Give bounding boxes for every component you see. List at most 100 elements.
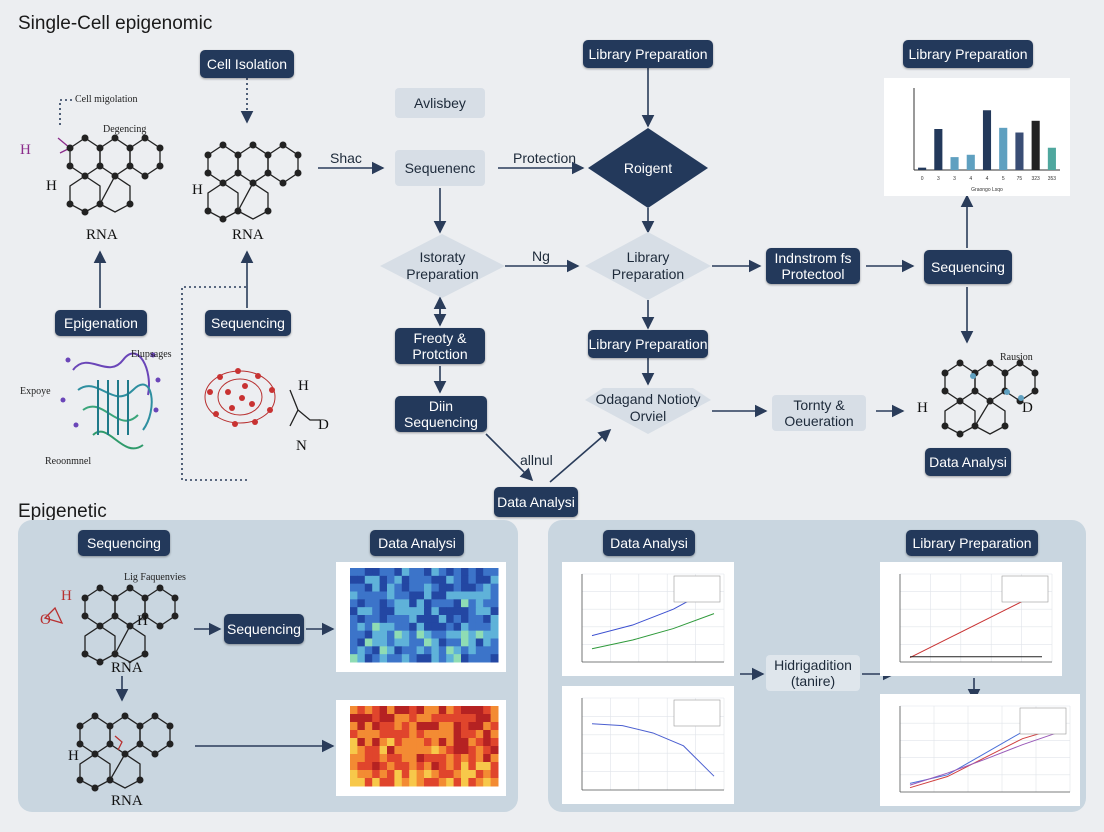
heatmap-cell bbox=[357, 754, 366, 763]
line-chart-4-panel bbox=[880, 694, 1080, 806]
heatmap-cell bbox=[461, 575, 469, 585]
heatmap-cell bbox=[490, 770, 499, 779]
heatmap-cell bbox=[387, 746, 395, 755]
node-hidrigadition[interactable]: Hidrigadition (tanire) bbox=[766, 655, 860, 691]
heatmap-cell bbox=[475, 638, 484, 647]
heatmap-cell bbox=[416, 746, 425, 755]
bar bbox=[982, 110, 992, 170]
heatmap-cell bbox=[357, 706, 366, 715]
heatmap-cell bbox=[438, 607, 447, 616]
heatmap-cell bbox=[401, 583, 410, 592]
heatmap-cell bbox=[431, 591, 440, 600]
bottom-right-data-analysis-header[interactable]: Data Analysi bbox=[603, 530, 695, 556]
label-h-b: H bbox=[137, 613, 148, 629]
heatmap-cell bbox=[446, 575, 455, 585]
node-sequencing-left[interactable]: Sequencing bbox=[205, 310, 291, 336]
heatmap-cell bbox=[394, 722, 403, 731]
heatmap-cell bbox=[468, 646, 477, 655]
heatmap-cell bbox=[483, 714, 492, 723]
heatmap-cell bbox=[379, 722, 388, 731]
heatmap-cell bbox=[453, 646, 462, 655]
heatmap-cell bbox=[490, 778, 499, 787]
heatmap-cell bbox=[357, 738, 366, 747]
heatmap-cell bbox=[490, 654, 499, 663]
heatmap-cell bbox=[446, 770, 455, 779]
heatmap-cell bbox=[475, 622, 484, 632]
heatmap-cell bbox=[483, 630, 492, 639]
label-rna-a: RNA bbox=[111, 660, 143, 676]
heatmap-cell bbox=[409, 568, 418, 577]
heatmap-cell bbox=[364, 730, 373, 739]
node-library-preparation-top[interactable]: Library Preparation bbox=[583, 40, 713, 68]
heatmap-cell bbox=[372, 762, 381, 771]
node-library-preparation-mid[interactable]: Library Preparation bbox=[588, 330, 708, 358]
heatmap-cell bbox=[350, 591, 358, 600]
bottom-left-data-analysis-header[interactable]: Data Analysi bbox=[370, 530, 464, 556]
heatmap-cell bbox=[387, 646, 395, 655]
heatmap-cell bbox=[357, 583, 366, 592]
node-indnstrom-protectool[interactable]: Indnstrom fs Protectool bbox=[766, 248, 860, 284]
heatmap-cell bbox=[379, 762, 388, 771]
heatmap-cell bbox=[387, 730, 395, 739]
heatmap-cell bbox=[394, 630, 403, 639]
node-roigent[interactable]: Roigent bbox=[623, 159, 673, 176]
heatmap-cell bbox=[438, 706, 447, 715]
heatmap-cell bbox=[424, 738, 432, 747]
heatmap-cell bbox=[416, 583, 425, 592]
node-istoraty-preparation[interactable]: Istoraty Preparation bbox=[406, 249, 479, 282]
heatmap-cell bbox=[424, 646, 432, 655]
node-epigenation[interactable]: Epigenation bbox=[55, 310, 147, 336]
heatmap-cell bbox=[453, 654, 462, 663]
heatmap-cell bbox=[379, 638, 388, 647]
heatmap-cell bbox=[364, 591, 373, 600]
node-tornty-oeueration[interactable]: Tornty & Oeueration bbox=[772, 395, 866, 431]
node-sequencing-right[interactable]: Sequencing bbox=[924, 250, 1012, 284]
heatmap-cell bbox=[364, 706, 373, 715]
heatmap-cell bbox=[424, 615, 432, 624]
heatmap-cell bbox=[416, 591, 425, 600]
heatmap-cell bbox=[387, 738, 395, 747]
heatmap-cell bbox=[364, 654, 373, 663]
node-data-analysis-center[interactable]: Data Analysi bbox=[494, 487, 578, 517]
node-library-preparation-right[interactable]: Library Preparation bbox=[903, 40, 1033, 68]
heatmap-cell bbox=[468, 706, 477, 715]
heatmap-cell bbox=[401, 746, 410, 755]
bar bbox=[999, 127, 1008, 170]
bottom-right-library-preparation-header[interactable]: Library Preparation bbox=[906, 530, 1038, 556]
node-diin-sequencing[interactable]: Diin Sequencing bbox=[395, 396, 487, 432]
legend-box bbox=[1001, 575, 1049, 603]
heatmap-cell bbox=[446, 646, 455, 655]
node-sequenenc[interactable]: Sequenenc bbox=[395, 150, 485, 186]
node-cell-isolation[interactable]: Cell Isolation bbox=[200, 50, 294, 78]
heatmap-cell bbox=[409, 738, 418, 747]
node-odagand-notioty[interactable]: Odagand Notioty Orviel bbox=[595, 391, 701, 424]
heatmap-cell bbox=[446, 622, 455, 632]
heatmap-cell bbox=[394, 654, 403, 663]
heatmap-cell bbox=[424, 714, 432, 723]
label-rna-1: RNA bbox=[86, 227, 118, 243]
bar bbox=[1047, 147, 1056, 170]
heatmap-cell bbox=[468, 599, 477, 608]
heatmap-cell bbox=[453, 706, 462, 715]
heatmap-cell bbox=[453, 575, 462, 585]
bottom-left-sequencing-header[interactable]: Sequencing bbox=[78, 530, 170, 556]
bottom-left-sequencing-node[interactable]: Sequencing bbox=[224, 614, 304, 644]
heatmap-cell bbox=[394, 706, 403, 715]
molecule-graphic-2 bbox=[204, 141, 302, 223]
node-freoty-protction[interactable]: Freoty & Protction bbox=[395, 328, 485, 364]
molecule-graphic-4 bbox=[43, 584, 179, 666]
heatmap-cell bbox=[446, 568, 455, 577]
heatmap-cell bbox=[394, 646, 403, 655]
heatmap-cell bbox=[364, 575, 373, 585]
node-avlisbey[interactable]: Avlisbey bbox=[395, 88, 485, 118]
heatmap-blue bbox=[350, 568, 499, 663]
node-library-preparation-diamond[interactable]: Library Preparation bbox=[611, 249, 685, 282]
heatmap-cell bbox=[431, 722, 440, 731]
heatmap-cell bbox=[431, 568, 440, 577]
heatmap-cell bbox=[424, 654, 432, 663]
heatmap-cell bbox=[461, 615, 469, 624]
heatmap-cell bbox=[483, 654, 492, 663]
heatmap-cell bbox=[490, 591, 499, 600]
heatmap-cell bbox=[490, 746, 499, 755]
node-data-analysis-right[interactable]: Data Analysi bbox=[925, 448, 1011, 476]
